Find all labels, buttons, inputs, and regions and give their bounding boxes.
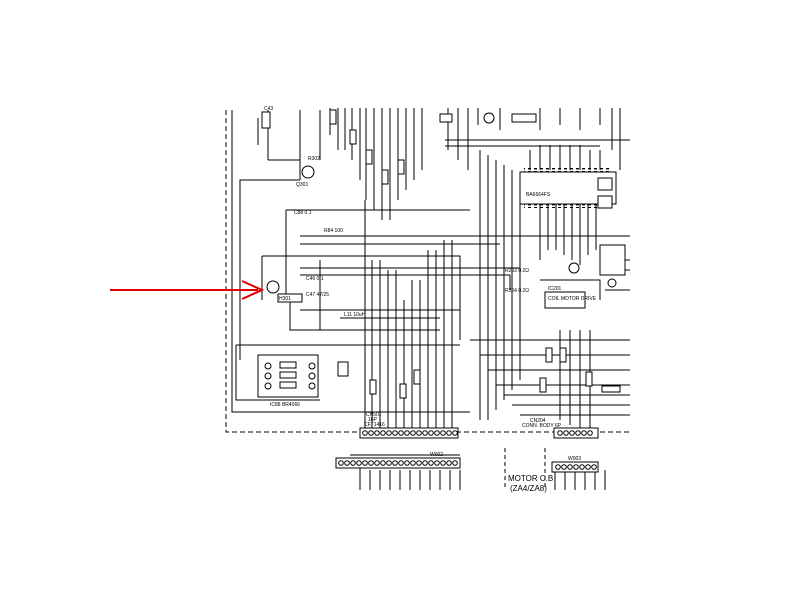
top-horizontal-bus — [445, 139, 630, 147]
resistor-r-mid-3 — [585, 371, 593, 387]
ic201-bottom-leads — [539, 200, 597, 265]
resistor-r-mid-2 — [559, 347, 567, 363]
w002-connector — [335, 457, 461, 469]
left-vertical-bus — [239, 159, 300, 360]
label-r84: R84 100 — [324, 228, 343, 234]
ic88-node-6 — [308, 382, 316, 390]
resistor-lower-1 — [369, 379, 377, 395]
arrow-head-icon — [241, 280, 265, 300]
mid-bus-lower — [300, 267, 520, 290]
resistor-r3 — [365, 149, 373, 165]
coil-motor-drive-box — [544, 291, 586, 309]
ic88-node-3 — [264, 382, 272, 390]
label-r203: R203 0.2Ω — [505, 268, 529, 274]
resistor-r2 — [349, 129, 357, 145]
ground-bus — [231, 110, 470, 413]
ic88-outline — [257, 354, 319, 398]
ic88-switch-1 — [279, 361, 297, 369]
wiring — [225, 108, 630, 490]
label-motor-cb-sub: (ZA4/ZA8) — [510, 484, 547, 493]
w003-pins — [555, 464, 597, 470]
label-coil-motor-drive: COIL MOTOR DRIVE — [548, 296, 597, 302]
ic88-node-5 — [308, 372, 316, 380]
label-cn204: CN204 — [530, 418, 546, 424]
hall-element — [266, 280, 280, 294]
ic201-top-pins — [524, 168, 612, 172]
cn501-pins — [362, 430, 458, 436]
label-cn501: CN501 — [366, 412, 382, 418]
label-c43: C43 — [264, 106, 273, 112]
resistor-r6 — [439, 113, 453, 123]
transistor-q301 — [301, 165, 315, 179]
resistor-r1 — [329, 109, 337, 125]
resistor-r5 — [397, 159, 405, 175]
right-vertical-bus — [479, 150, 521, 420]
capacitor-c43 — [261, 111, 271, 129]
lower-left-bus — [235, 344, 460, 401]
ic201-bottom-pins — [524, 204, 612, 208]
mid-bus-box — [261, 255, 461, 340]
label-l11: L11 10uH — [344, 312, 366, 318]
c88-rail — [285, 209, 470, 300]
mid-bus-upper — [300, 235, 630, 245]
ic88-switch-2 — [279, 371, 297, 379]
labels: C43 Q301 R302 C88 0.1 C46 0.1 C47 47/25 … — [264, 106, 597, 493]
coil-loop — [289, 260, 440, 331]
resistor-lower-2 — [399, 383, 407, 399]
right-resistor-a — [597, 177, 613, 191]
cn501-feed-lines — [364, 200, 453, 430]
hall-label-box — [277, 293, 303, 303]
ic88-node-4 — [308, 362, 316, 370]
board-boundary-left — [225, 110, 630, 433]
w002-pins — [338, 460, 458, 466]
right-horizontal-bus — [470, 339, 630, 416]
coil-drive-leads — [540, 279, 601, 428]
components — [257, 109, 626, 399]
label-ic201-part: BA6664FS — [526, 192, 551, 198]
label-cn501-part: CFT1416 — [364, 422, 385, 428]
label-r302: R302 — [308, 156, 320, 162]
label-ic88: IC88 BR4066 — [270, 402, 300, 408]
label-c46: C46 0.1 — [306, 276, 324, 282]
ic201-top-leads — [529, 145, 601, 170]
label-c88: C88 0.1 — [294, 210, 312, 216]
resistor-r7 — [511, 113, 537, 123]
ic88-switch-3 — [279, 381, 297, 389]
motor-cb-boundary — [504, 448, 546, 490]
label-c47: C47 47/25 — [306, 292, 329, 298]
label-r204: R204 0.2Ω — [505, 288, 529, 294]
resistor-lower-3 — [413, 369, 421, 385]
connectors — [335, 427, 599, 473]
label-cn501-sub: 16P — [368, 417, 378, 423]
resistor-r-mid-5 — [539, 377, 547, 393]
right-resistor-b — [597, 195, 613, 209]
right-subcircuit — [599, 244, 626, 276]
label-cn204-sub: CONN. BODY 6P — [522, 423, 562, 429]
label-w002: W002 — [430, 452, 443, 458]
resistor-r4 — [381, 169, 389, 185]
transistor-top — [483, 112, 495, 124]
resistor-r-mid-1 — [545, 347, 553, 363]
label-motor-cb: MOTOR C.B — [508, 474, 553, 483]
transistor-ic201-out — [568, 262, 580, 274]
right-transistor — [607, 278, 617, 288]
red-pointer-arrow — [110, 280, 265, 300]
label-w003: W003 — [568, 456, 581, 462]
resistor-r-mid-4 — [601, 385, 621, 393]
resistor-ic88-side — [337, 361, 349, 377]
label-hall: H301 — [279, 296, 291, 302]
label-q301: Q301 — [296, 182, 308, 188]
cn204-pins — [557, 430, 593, 436]
label-ic201: IC201 — [548, 286, 562, 292]
motor-harness — [554, 470, 606, 490]
ic88-node-2 — [264, 372, 272, 380]
ic88-node-1 — [264, 362, 272, 370]
